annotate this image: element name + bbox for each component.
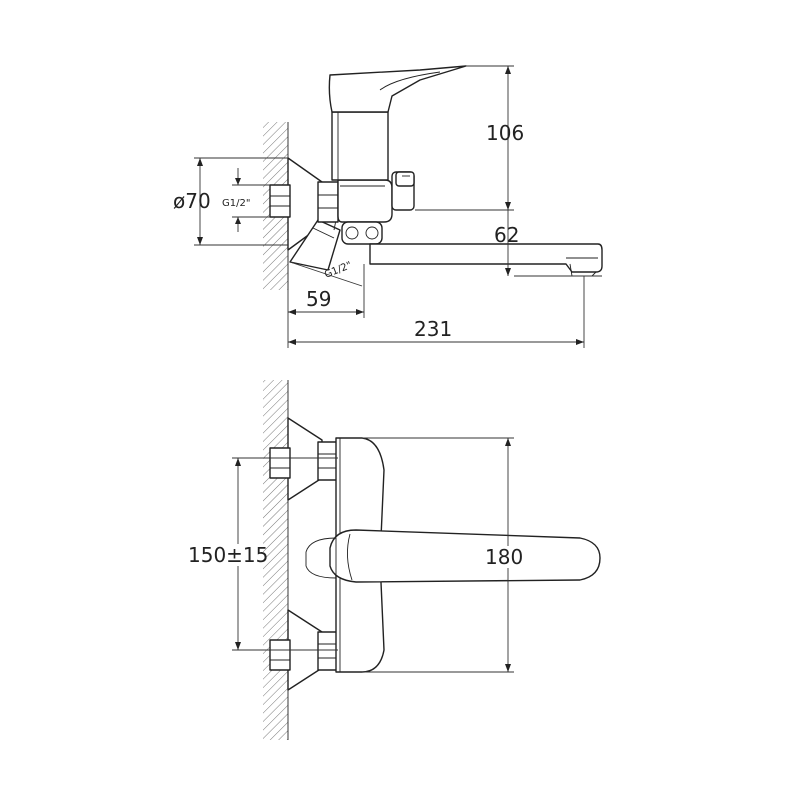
eccentric-connector (289, 219, 341, 271)
lever-handle-front (329, 529, 601, 583)
faucet-body-side (337, 179, 393, 223)
dim-106: 106 (415, 65, 524, 211)
dim-59: 59 (287, 250, 365, 318)
dim-diameter-label: ø70 (173, 189, 211, 213)
side-view: 106 62 ø70 G1/2" G1/2 (173, 65, 603, 348)
dim-thread-inlet-label: G1/2" (222, 198, 250, 209)
wall-front (263, 380, 288, 740)
dim-62-label: 62 (494, 223, 519, 247)
union-nut (317, 181, 339, 223)
dim-180: 180 (362, 437, 528, 673)
dim-106-label: 106 (486, 121, 524, 145)
cartridge-column (331, 111, 389, 181)
lower-nut (317, 631, 339, 671)
dim-180-label: 180 (485, 545, 523, 569)
lever-handle-side (328, 65, 467, 113)
dim-150: 150±15 (186, 457, 338, 651)
dim-150-label: 150±15 (188, 543, 268, 567)
dim-thread-inlet: G1/2" (222, 168, 270, 232)
dim-59-label: 59 (306, 287, 331, 311)
dim-231-label: 231 (414, 317, 452, 341)
spout-side (369, 243, 603, 273)
upper-nut (317, 441, 339, 481)
front-view: 180 150±15 (186, 380, 601, 740)
dim-62: 62 (494, 210, 602, 277)
dim-diameter: ø70 (173, 157, 288, 246)
upper-flange (287, 417, 323, 501)
dim-231: 231 (287, 276, 585, 348)
